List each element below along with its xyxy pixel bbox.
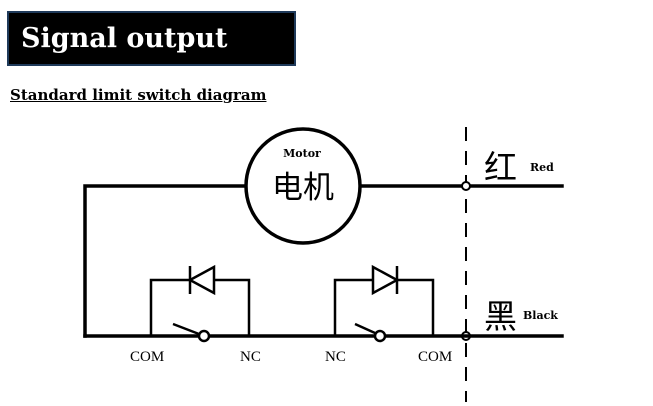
left-diode: [187, 264, 216, 296]
right-diode: [371, 264, 400, 296]
motor-label-cn: 电机: [272, 170, 334, 205]
black-label-cn: 黑: [484, 300, 517, 336]
motor-symbol: [244, 127, 362, 245]
red-terminal: [461, 181, 471, 191]
right-nc-label: NC: [325, 349, 346, 365]
right-com-label: COM: [418, 349, 452, 365]
red-label-cn: 红: [484, 150, 517, 187]
right-switch-contact: [373, 329, 387, 343]
black-label-en: Black: [523, 309, 558, 322]
diagram-subtitle: Standard limit switch diagram: [10, 86, 267, 104]
title-banner: Signal output: [7, 11, 296, 66]
left-nc-label: NC: [240, 349, 261, 365]
motor-label-en: Motor: [283, 147, 321, 160]
right-switch-blade: [354, 322, 376, 335]
left-return-wire: [83, 184, 248, 338]
left-com-label: COM: [130, 349, 164, 365]
left-switch-blade: [172, 322, 200, 336]
red-label-en: Red: [530, 161, 554, 174]
page-title: Signal output: [21, 23, 228, 54]
left-diode-bypass: [149, 278, 251, 336]
left-switch-contact: [197, 329, 211, 343]
